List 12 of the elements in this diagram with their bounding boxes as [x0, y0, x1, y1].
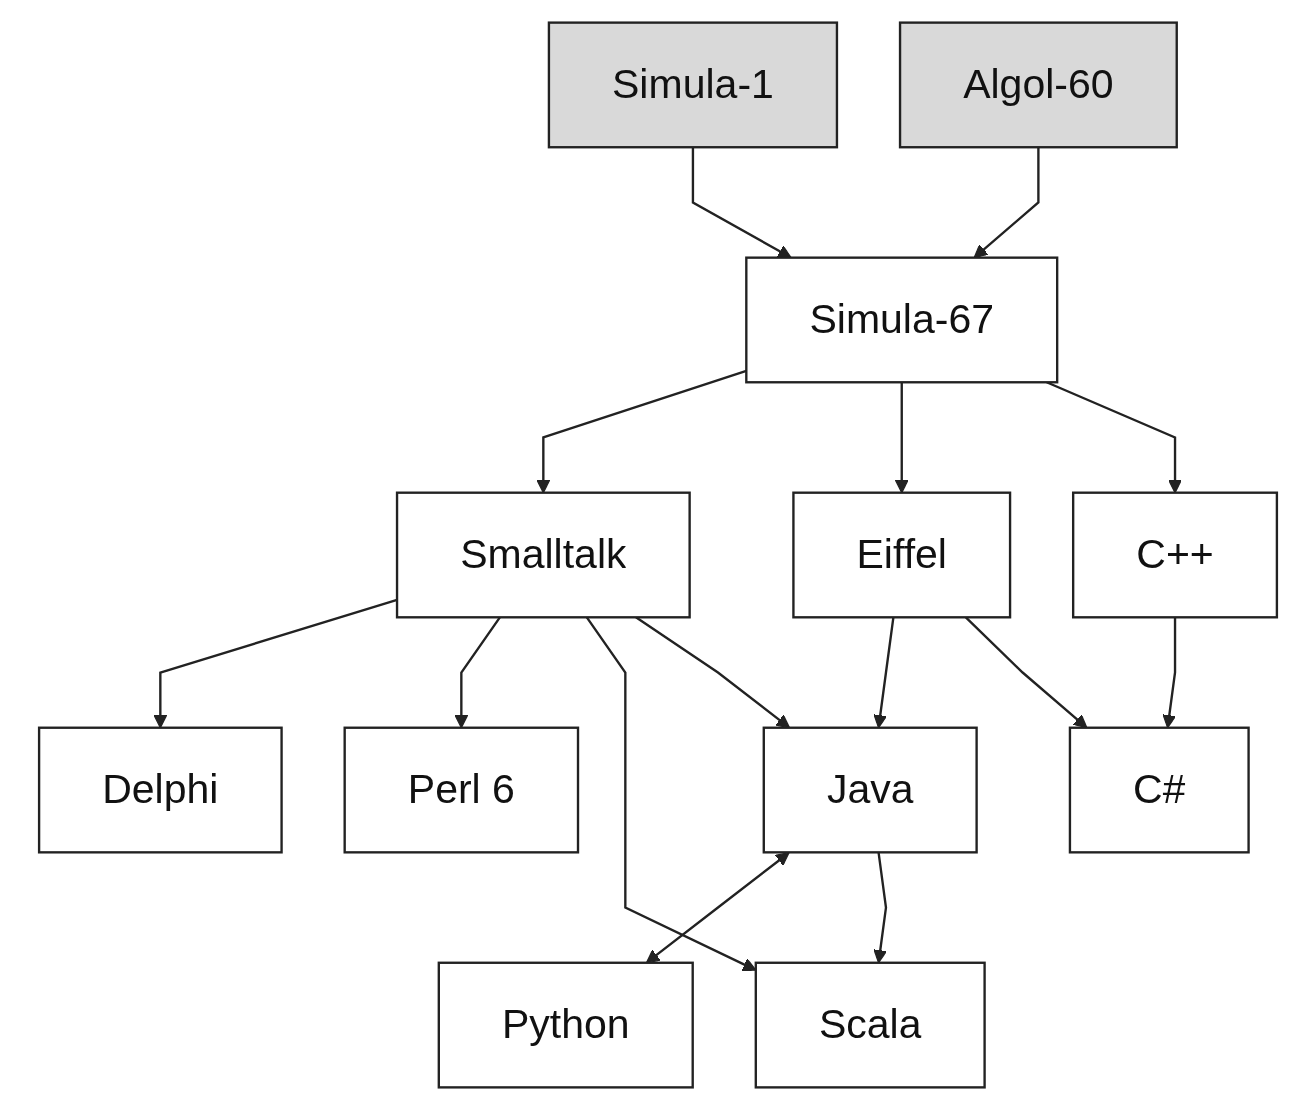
- node-box: Simula-67: [745, 256, 1059, 384]
- node-box: Perl 6: [343, 726, 580, 854]
- node-box: Eiffel: [792, 491, 1012, 619]
- node-box: Delphi: [37, 726, 283, 854]
- node-box: Scala: [754, 961, 986, 1089]
- node-box: Simula-1: [547, 21, 839, 149]
- node-box: C++: [1072, 491, 1279, 619]
- node-box: Algol-60: [898, 21, 1178, 149]
- node-box: Java: [762, 726, 978, 854]
- node-box: C#: [1068, 726, 1250, 854]
- node-box: Python: [437, 961, 694, 1089]
- node-box: Smalltalk: [395, 491, 691, 619]
